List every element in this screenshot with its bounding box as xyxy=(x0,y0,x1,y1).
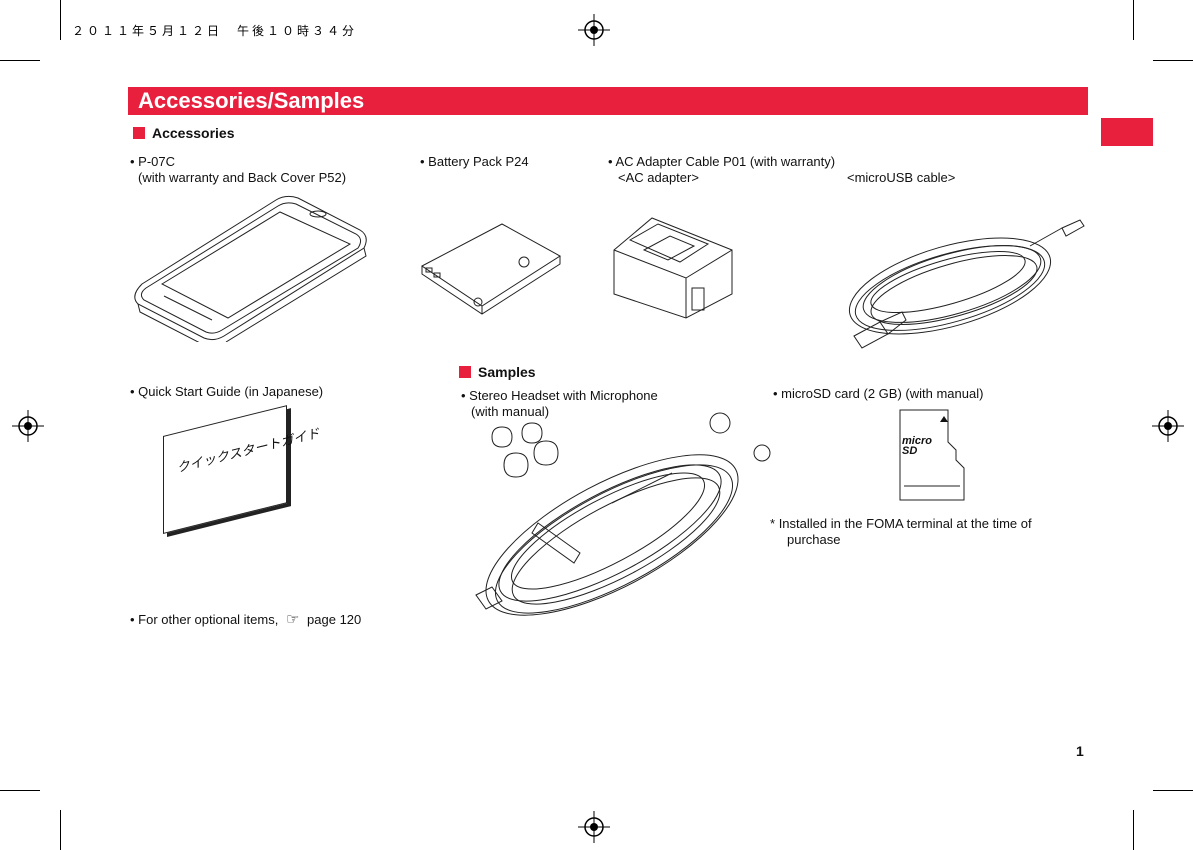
page-title: Accessories/Samples xyxy=(138,88,365,113)
heading-label: Samples xyxy=(478,364,536,380)
item-p07c: • P-07C (with warranty and Back Cover P5… xyxy=(130,154,346,186)
registration-mark-bottom xyxy=(578,811,610,843)
item-label: • Stereo Headset with Microphone xyxy=(461,388,658,403)
microsd-illustration xyxy=(899,409,965,501)
section-heading-samples: Samples xyxy=(459,364,536,380)
other-items-label: • For other optional items, xyxy=(130,612,279,627)
usb-cable-label: <microUSB cable> xyxy=(847,170,956,185)
item-microsd-card: • microSD card (2 GB) (with manual) xyxy=(773,386,984,401)
item-sublabel: (with warranty and Back Cover P52) xyxy=(138,170,347,185)
side-index-tab xyxy=(1101,118,1153,146)
ac-adapter-illustration xyxy=(613,217,733,319)
heading-square-icon xyxy=(459,366,471,378)
item-stereo-headset: • Stereo Headset with Microphone (with m… xyxy=(461,388,658,420)
guide-cover-text: クイックスタートガイド xyxy=(178,425,321,477)
crop-mark xyxy=(0,790,40,791)
crop-mark xyxy=(1133,0,1134,40)
ac-adapter-label: <AC adapter> xyxy=(618,170,699,185)
item-label: • P-07C xyxy=(130,154,176,169)
heading-square-icon xyxy=(133,127,145,139)
footnote-line: Installed in the FOMA terminal at the ti… xyxy=(778,516,1032,531)
footnote-line: purchase xyxy=(787,532,841,547)
footnote-asterisk: * xyxy=(770,516,776,531)
crop-mark xyxy=(1153,60,1193,61)
guide-book-illustration: クイックスタートガイド xyxy=(163,405,321,534)
crop-mark xyxy=(60,810,61,850)
registration-mark-left xyxy=(12,410,44,442)
registration-mark-top xyxy=(578,14,610,46)
pointing-hand-icon: ☞ xyxy=(285,611,300,628)
item-battery: • Battery Pack P24 xyxy=(420,154,529,169)
other-items-note: • For other optional items, ☞ page 120 xyxy=(130,612,361,628)
page-reference: page 120 xyxy=(307,612,362,627)
heading-label: Accessories xyxy=(152,125,235,141)
section-heading-accessories: Accessories xyxy=(133,125,235,141)
page-number: 1 xyxy=(1076,743,1084,759)
headset-illustration xyxy=(475,412,771,616)
print-stamp: ２０１１年５月１２日 午後１０時３４分 xyxy=(72,24,358,38)
phone-illustration xyxy=(134,195,367,342)
item-quick-start-guide: • Quick Start Guide (in Japanese) xyxy=(130,384,324,399)
microsd-footnote: * Installed in the FOMA terminal at the … xyxy=(770,516,1032,548)
crop-mark xyxy=(1153,790,1193,791)
item-ac-adapter: • AC Adapter Cable P01 (with warranty) <… xyxy=(608,154,835,186)
item-sublabel: (with manual) xyxy=(471,404,550,419)
title-bar: Accessories/Samples xyxy=(128,87,1088,115)
crop-mark xyxy=(60,0,61,40)
item-label: • AC Adapter Cable P01 (with warranty) xyxy=(608,154,836,169)
microsd-logo: micro SD xyxy=(902,435,932,457)
registration-mark-right xyxy=(1152,410,1184,442)
battery-illustration xyxy=(421,223,561,315)
crop-mark xyxy=(0,60,40,61)
usb-cable-illustration xyxy=(848,219,1085,349)
crop-mark xyxy=(1133,810,1134,850)
